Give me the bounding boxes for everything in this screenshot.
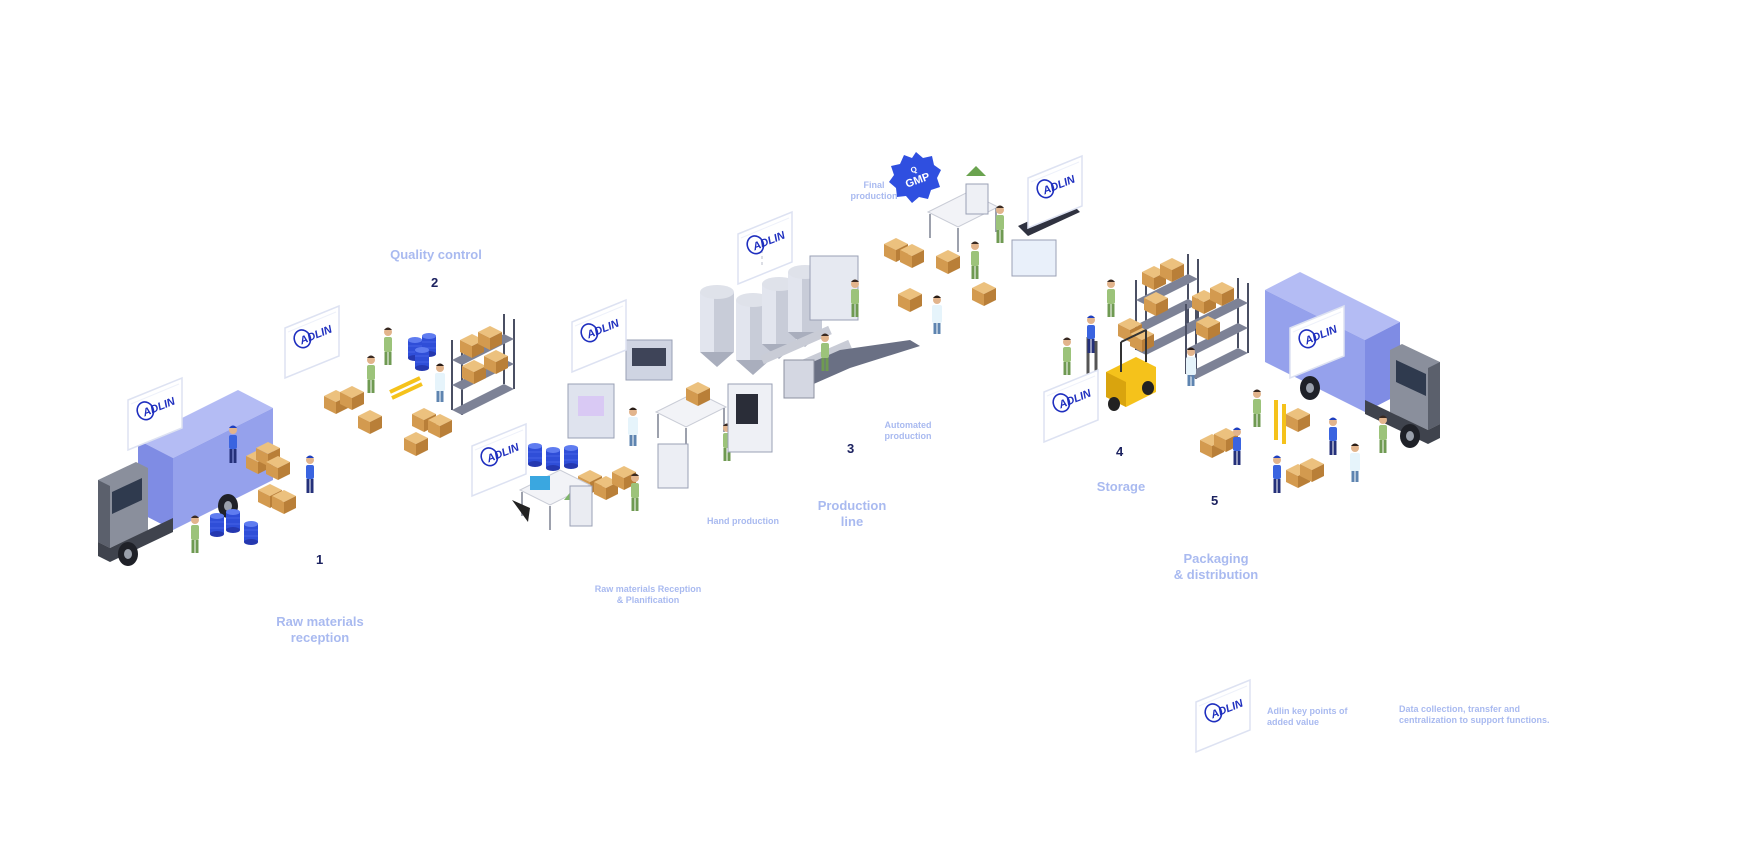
stage-1-scene <box>98 377 314 566</box>
stage-5-title: Packaging & distribution <box>1173 551 1259 582</box>
label-hand-production: Hand production <box>707 516 779 526</box>
stage-5-number: 5 <box>1211 493 1219 508</box>
label-reception-planification: Raw materials Reception & Planification <box>594 584 702 605</box>
planification-scene <box>471 299 731 531</box>
final-production-scene <box>884 155 1083 312</box>
gmp-badge-icon: Q GMP <box>889 152 941 203</box>
stage-2-number: 2 <box>431 275 439 290</box>
stage-3-scene <box>700 211 942 453</box>
stage-2-scene <box>284 305 515 456</box>
stage-1-number: 1 <box>316 552 324 567</box>
stage-4-title: Storage <box>1096 479 1146 494</box>
label-automated-production: Automated production <box>884 420 932 441</box>
label-final-production: Final production <box>850 180 898 201</box>
svg-text:Q: Q <box>909 165 918 176</box>
legend-key-points: Adlin key points of added value <box>1267 706 1348 727</box>
stage-3-number: 3 <box>847 441 855 456</box>
stage-2-title: Quality control <box>390 247 482 262</box>
stage-4-number: 4 <box>1116 444 1124 459</box>
stage-1-title: Raw materials reception <box>276 614 364 645</box>
legend-data-collection: Data collection, transfer and centraliza… <box>1399 704 1550 725</box>
stage-4-scene <box>1043 253 1249 443</box>
stage-5-scene <box>1200 272 1440 493</box>
stage-3-title: Production line <box>817 498 887 529</box>
